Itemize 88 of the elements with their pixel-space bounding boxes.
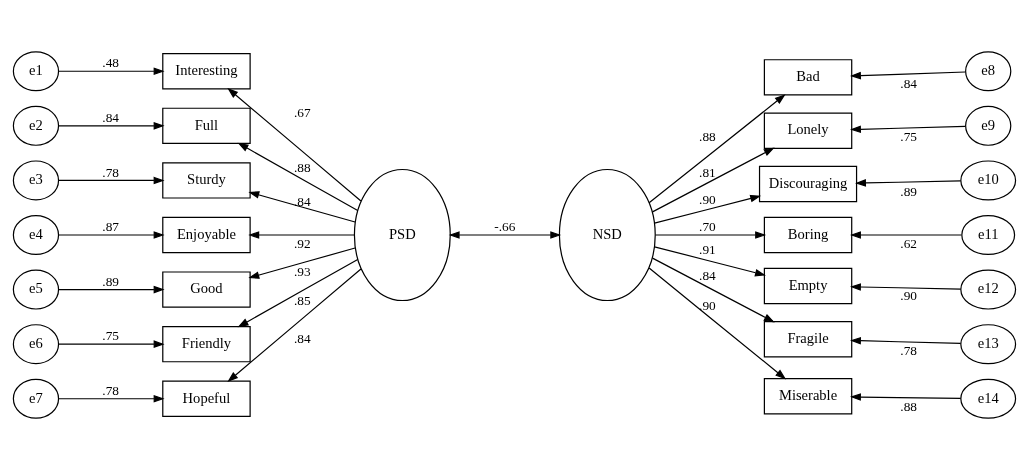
arrow <box>58 340 165 348</box>
arrow <box>850 71 966 80</box>
edge-label: .85 <box>293 293 311 309</box>
edge-label: .92 <box>293 236 311 252</box>
edge-label: .84 <box>102 109 119 125</box>
edge-label: .84 <box>293 330 311 346</box>
node-box: Interesting <box>162 53 251 90</box>
edge-label: .75 <box>900 129 918 145</box>
edge-label: .88 <box>293 159 311 175</box>
node-ellipse: e3 <box>12 160 60 201</box>
node-box: Good <box>162 271 251 308</box>
edge-label: .93 <box>293 264 311 279</box>
node-box: Discouraging <box>758 165 858 203</box>
edge-label: .62 <box>900 236 918 252</box>
node-box: Hopeful <box>162 380 251 417</box>
node-box: Sturdy <box>162 162 251 199</box>
edge-label: -.66 <box>494 219 516 235</box>
edge-label: .81 <box>699 164 716 180</box>
node-box: Bad <box>763 59 853 96</box>
arrow <box>648 267 787 380</box>
arrow <box>248 247 356 279</box>
arrow <box>58 231 165 239</box>
arrow <box>648 94 786 204</box>
arrow <box>58 122 165 130</box>
arrow <box>850 283 962 291</box>
arrow <box>237 258 359 328</box>
edge-label: .75 <box>102 328 119 344</box>
node-ellipse: e12 <box>960 269 1017 310</box>
edge-label: .87 <box>102 219 119 235</box>
node-ellipse: e6 <box>12 324 60 365</box>
node-ellipse: e2 <box>12 105 60 146</box>
edge-label: .67 <box>293 105 311 121</box>
arrow <box>248 231 355 239</box>
node-ellipse: e5 <box>12 269 60 310</box>
node-ellipse: e13 <box>960 324 1017 365</box>
edge-label: .90 <box>699 192 716 208</box>
node-box: Full <box>162 107 251 145</box>
edge-label: .48 <box>102 55 119 71</box>
edge-label: .84 <box>699 267 716 283</box>
arrow <box>850 393 962 401</box>
arrow <box>850 336 962 345</box>
arrow <box>58 394 165 403</box>
node-ellipse: e4 <box>12 215 60 255</box>
arrow <box>248 191 356 223</box>
node-ellipse: e9 <box>965 105 1012 146</box>
edge-label: .78 <box>102 382 119 398</box>
node-ellipse: e8 <box>965 51 1012 92</box>
edge-label: .78 <box>102 164 119 180</box>
node-box: Lonely <box>763 112 853 149</box>
node-ellipse: PSD <box>353 168 451 302</box>
arrow <box>651 257 775 323</box>
arrow <box>58 285 165 294</box>
arrow <box>237 142 359 212</box>
node-ellipse: e11 <box>961 215 1016 255</box>
arrow <box>58 67 165 76</box>
arrow <box>58 176 165 185</box>
edge-label: .91 <box>699 242 716 258</box>
edge-label: .84 <box>293 193 311 209</box>
node-box: Fragile <box>763 321 853 358</box>
node-box: Friendly <box>162 325 251 363</box>
arrow <box>227 268 362 383</box>
node-box: Miserable <box>763 378 853 415</box>
edge-label: .88 <box>699 129 716 145</box>
edge-label: .84 <box>900 76 918 91</box>
edge-label: .78 <box>900 342 918 358</box>
node-box: Enjoyable <box>162 216 251 254</box>
node-ellipse: e10 <box>960 160 1017 201</box>
arrow <box>855 179 962 187</box>
arrow <box>651 147 775 213</box>
arrow <box>448 231 562 239</box>
arrow <box>654 231 767 239</box>
edge-label: .70 <box>699 219 716 235</box>
arrow <box>653 246 766 277</box>
arrow <box>653 194 762 224</box>
node-ellipse: e7 <box>12 378 60 419</box>
node-box: Boring <box>763 216 853 254</box>
edge-label: .88 <box>900 398 918 414</box>
node-ellipse: e14 <box>960 378 1017 419</box>
edge-label: .89 <box>102 273 119 289</box>
edge-label: .90 <box>900 288 918 304</box>
arrow <box>850 125 966 134</box>
edge-label: .89 <box>900 183 918 199</box>
node-box: Empty <box>763 267 853 305</box>
node-ellipse: NSD <box>558 168 656 302</box>
arrow <box>850 231 962 239</box>
edge-label: .90 <box>699 297 716 313</box>
arrow <box>227 87 362 202</box>
node-ellipse: e1 <box>12 51 60 92</box>
